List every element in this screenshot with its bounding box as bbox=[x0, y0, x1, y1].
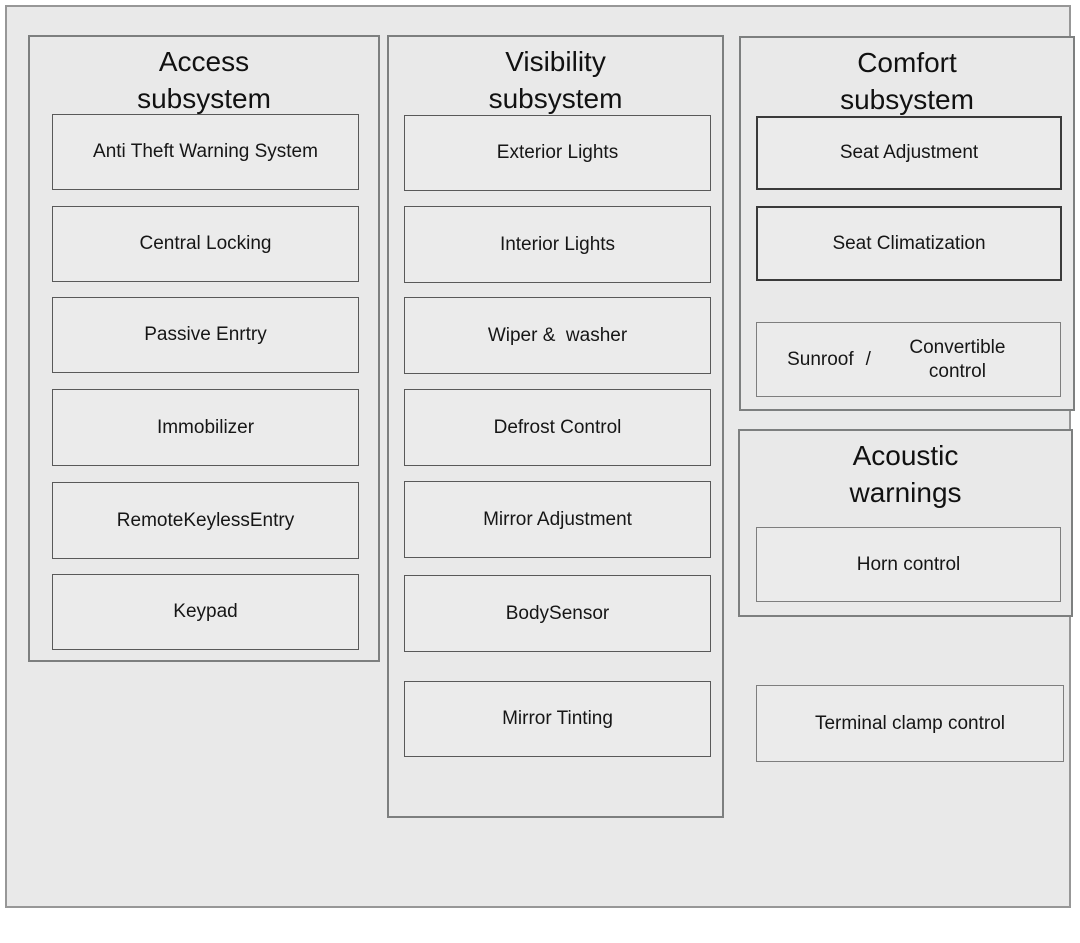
acoustic-warnings-title: Acoustic warnings bbox=[849, 440, 962, 508]
block-seat-climatization: Seat Climatization bbox=[756, 206, 1062, 281]
block-immobilizer: Immobilizer bbox=[52, 389, 359, 466]
block-exterior-lights: Exterior Lights bbox=[404, 115, 711, 191]
convertible-control-label: Convertible control bbox=[909, 336, 1011, 382]
block-keypad: Keypad bbox=[52, 574, 359, 650]
block-anti-theft-warning-system: Anti Theft Warning System bbox=[52, 114, 359, 190]
block-wiper-washer: Wiper & washer bbox=[404, 297, 711, 374]
system-overview-frame: Access subsystem Anti Theft Warning Syst… bbox=[5, 5, 1075, 908]
block-horn-control: Horn control bbox=[756, 527, 1061, 602]
panel-access-subsystem: Access subsystem Anti Theft Warning Syst… bbox=[28, 35, 380, 662]
sunroof-label: Sunroof bbox=[787, 348, 854, 370]
block-interior-lights: Interior Lights bbox=[404, 206, 711, 283]
block-passive-entry: Passive Enrtry bbox=[52, 297, 359, 373]
block-mirror-tinting: Mirror Tinting bbox=[404, 681, 711, 757]
visibility-subsystem-title: Visibility subsystem bbox=[488, 46, 623, 114]
block-remote-keyless-entry: RemoteKeylessEntry bbox=[52, 482, 359, 559]
access-subsystem-title: Access subsystem bbox=[137, 46, 271, 114]
block-body-sensor: BodySensor bbox=[404, 575, 711, 652]
comfort-subsystem-title: Comfort subsystem bbox=[840, 47, 974, 115]
panel-visibility-subsystem: Visibility subsystem Exterior Lights Int… bbox=[387, 35, 724, 818]
panel-acoustic-warnings: Acoustic warnings Horn control bbox=[738, 429, 1073, 617]
panel-comfort-subsystem: Comfort subsystem Seat Adjustment Seat C… bbox=[739, 36, 1075, 411]
block-mirror-adjustment: Mirror Adjustment bbox=[404, 481, 711, 558]
block-terminal-clamp-control: Terminal clamp control bbox=[756, 685, 1064, 762]
block-seat-adjustment: Seat Adjustment bbox=[756, 116, 1062, 190]
block-defrost-control: Defrost Control bbox=[404, 389, 711, 466]
sunroof-separator: / bbox=[865, 348, 871, 370]
block-central-locking: Central Locking bbox=[52, 206, 359, 282]
block-sunroof-convertible-control: Sunroof / Convertible control bbox=[756, 322, 1061, 397]
